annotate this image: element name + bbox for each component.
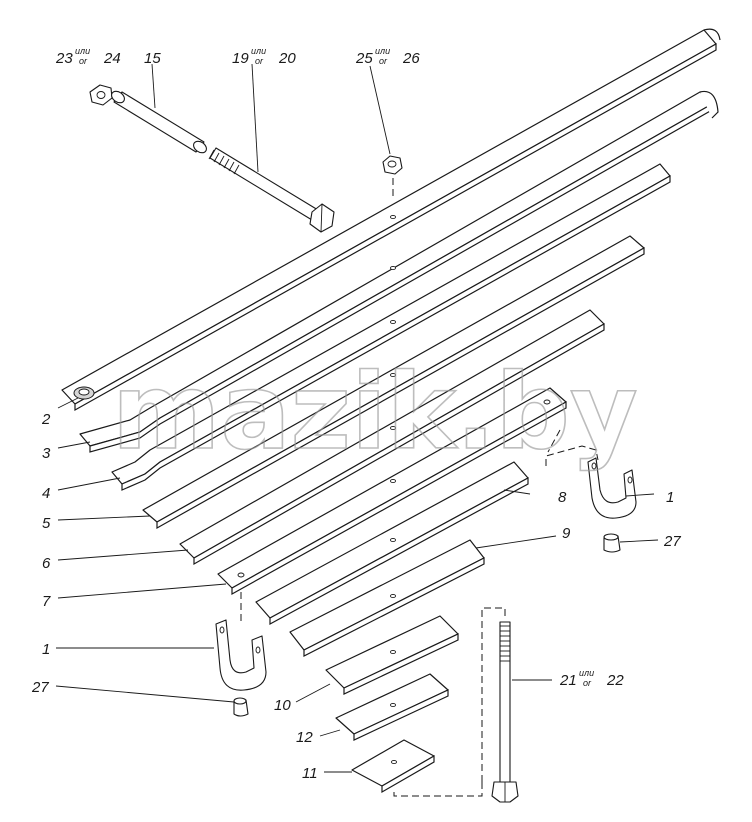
rivet-27-left <box>233 697 249 717</box>
label-20: 20 <box>278 50 296 67</box>
center-bolt-21-22 <box>393 607 519 803</box>
center-hole <box>390 214 396 220</box>
rivet-27-right <box>603 533 621 553</box>
label-7: 7 <box>42 593 51 610</box>
clamp-1-left <box>215 592 267 691</box>
nut-23-24 <box>89 84 113 106</box>
leaf-5 <box>142 235 645 530</box>
label-24: 24 <box>103 50 121 67</box>
leaf-9 <box>289 539 485 657</box>
leaf-11 <box>351 739 435 794</box>
label-26: 26 <box>402 50 420 67</box>
label-8: 8 <box>558 489 567 506</box>
label-27-bottom: 27 <box>31 679 49 696</box>
label-22: 22 <box>606 672 624 689</box>
leaf-3 <box>79 90 719 453</box>
label-15: 15 <box>144 50 161 67</box>
leaf-10 <box>325 615 459 695</box>
label-alt-top-19: или <box>251 46 266 56</box>
label-alt-top-23: или <box>75 46 90 56</box>
label-1-bottom: 1 <box>42 641 50 658</box>
bolt-thread <box>208 149 240 175</box>
leaf-8 <box>255 461 529 626</box>
label-1-top: 1 <box>666 489 674 506</box>
label-5: 5 <box>42 515 51 532</box>
center-bolt-thread <box>500 625 510 662</box>
label-3: 3 <box>42 445 51 462</box>
label-alt-bottom-21: or <box>583 678 592 688</box>
label-alt-bottom-23: or <box>79 56 88 66</box>
leaf-4 <box>111 163 671 491</box>
label-alt-bottom-25: or <box>379 56 388 66</box>
nut-25-26 <box>382 155 403 196</box>
watermark: mazik.by <box>112 351 638 473</box>
label-alt-bottom-19: or <box>255 56 264 66</box>
callouts: 23 или or 24 15 19 или or 20 25 или or 2… <box>31 46 681 782</box>
label-4: 4 <box>42 485 50 502</box>
label-alt-top-25: или <box>375 46 390 56</box>
label-27-top: 27 <box>663 533 681 550</box>
leaf-6 <box>179 309 605 566</box>
leaf-12 <box>335 673 449 741</box>
label-alt-top-21: или <box>579 668 594 678</box>
leader-lines <box>55 63 659 773</box>
bolt-19-20 <box>208 147 335 233</box>
label-21: 21 <box>559 672 577 689</box>
label-2: 2 <box>41 411 51 428</box>
label-19: 19 <box>232 50 249 67</box>
leaf-7 <box>217 387 567 596</box>
label-10: 10 <box>274 697 291 714</box>
clamp-1-right <box>545 429 637 519</box>
label-11: 11 <box>302 765 318 782</box>
label-25: 25 <box>355 50 373 67</box>
label-9: 9 <box>562 525 571 542</box>
leaf-2 <box>61 28 721 412</box>
label-23: 23 <box>55 50 73 67</box>
bushing-15 <box>111 90 207 154</box>
label-6: 6 <box>42 555 51 572</box>
label-12: 12 <box>296 729 313 746</box>
